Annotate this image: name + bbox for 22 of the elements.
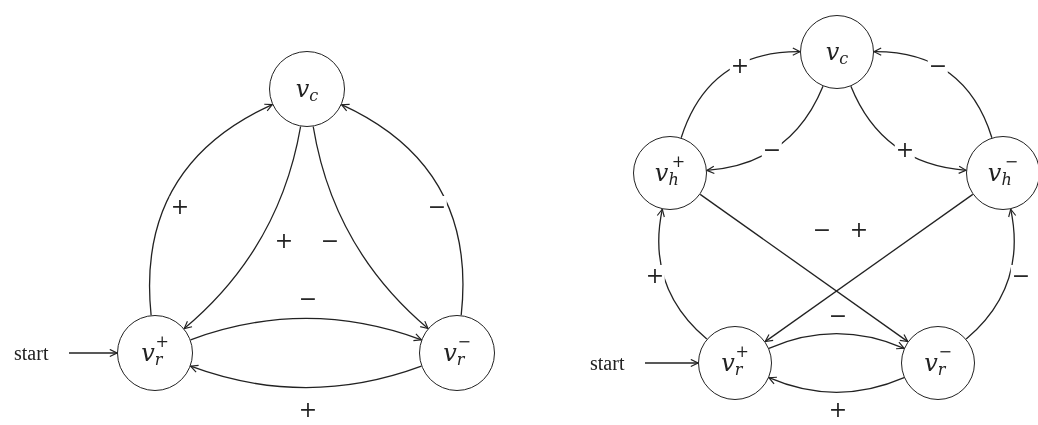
arrow (768, 376, 905, 393)
arrow (873, 47, 993, 139)
start-label: start (590, 352, 625, 374)
arrow (340, 104, 464, 316)
arrow (68, 348, 118, 358)
arrow (764, 193, 974, 343)
state-circle: v$_{c}$ (800, 15, 874, 89)
arrow (656, 208, 708, 340)
arrow (680, 47, 801, 139)
arrow (183, 125, 302, 330)
arrow (189, 364, 423, 389)
arrow (965, 208, 1017, 340)
start-label: start (14, 342, 49, 364)
arrow (148, 103, 273, 316)
arrow (850, 85, 967, 174)
arrow (312, 125, 429, 330)
arrow (189, 317, 423, 342)
arrow (644, 358, 699, 368)
arrow (706, 85, 824, 174)
arrow (699, 193, 909, 343)
arrow (768, 333, 905, 350)
state-circle: v$_{c}$ (269, 51, 345, 127)
